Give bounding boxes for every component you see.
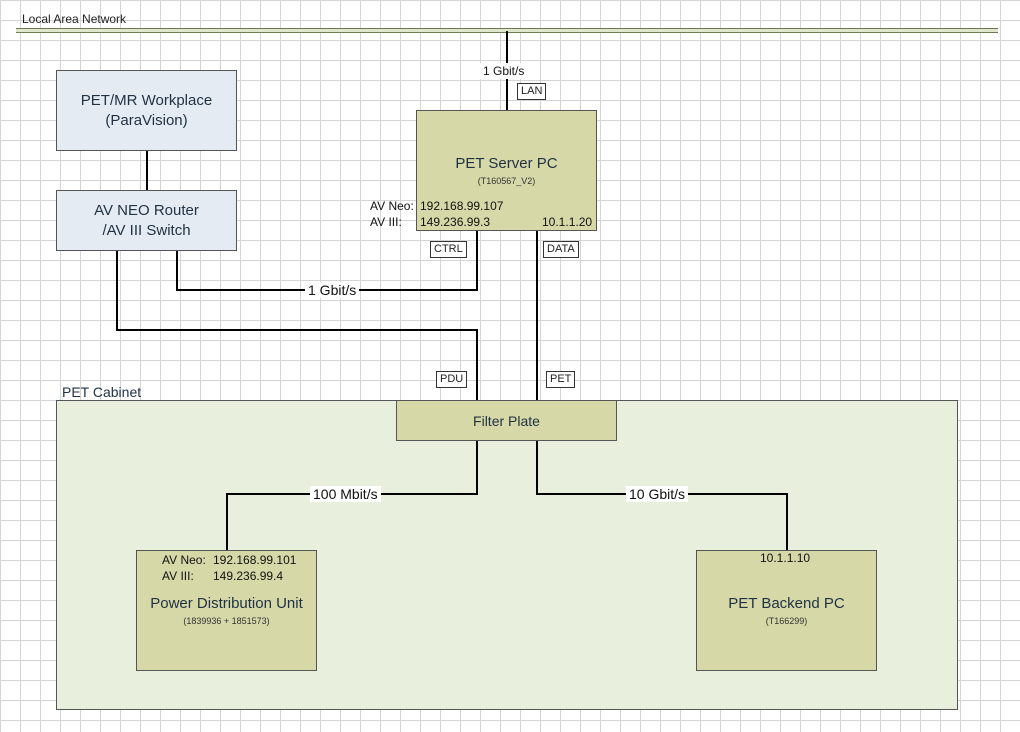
link-workplace-router: [146, 150, 148, 191]
link-pdu-box-down: [226, 493, 228, 550]
data-tag: DATA: [543, 241, 579, 258]
pet-server-id: (T160567_V2): [477, 176, 536, 186]
pet-server-av-iii-label: AV III:: [370, 215, 402, 229]
pdu-av-neo-label: AV Neo:: [162, 553, 206, 567]
lan-label: Local Area Network: [22, 12, 127, 26]
backend-id: (T166299): [765, 616, 808, 626]
backend-speed-label: 10 Gbit/s: [626, 486, 689, 502]
pet-tag: PET: [546, 371, 576, 388]
backend-title: PET Backend PC: [728, 595, 845, 612]
filter-plate-node[interactable]: Filter Plate: [396, 400, 617, 441]
link-filter-pdu-down: [476, 440, 478, 495]
link-pdu-horizontal: [116, 329, 478, 331]
backend-ip: 10.1.1.10: [760, 551, 811, 565]
link-ctrl-router-up: [176, 250, 178, 291]
pdu-av-iii-label: AV III:: [162, 569, 194, 583]
ctrl-speed-label: 1 Gbit/s: [305, 282, 360, 298]
workplace-software: (ParaVision): [105, 111, 188, 129]
pet-cabinet-label: PET Cabinet: [62, 384, 142, 400]
pdu-title: Power Distribution Unit: [150, 595, 303, 612]
pet-server-av-iii-ip: 149.236.99.3: [420, 215, 491, 229]
pet-server-node[interactable]: PET Server PC (T160567_V2): [416, 110, 597, 231]
link-data-server-filter: [536, 230, 538, 401]
workplace-name: PET/MR Workplace: [80, 91, 213, 109]
pdu-av-neo-ip: 192.168.99.101: [213, 553, 297, 567]
pet-server-av-neo-ip: 192.168.99.107: [420, 199, 504, 213]
link-pdu-filter-down: [476, 329, 478, 401]
pet-server-av-neo-label: AV Neo:: [370, 199, 414, 213]
pdu-id: (1839936 + 1851573): [183, 616, 270, 626]
router-name: AV NEO Router: [94, 201, 199, 219]
router-switch-name: /AV III Switch: [102, 221, 191, 239]
pdu-tag: PDU: [436, 371, 468, 388]
lan-tag: LAN: [517, 83, 547, 100]
filter-plate-title: Filter Plate: [473, 412, 540, 429]
router-node[interactable]: AV NEO Router /AV III Switch: [56, 190, 237, 251]
link-ctrl-server-down: [476, 230, 478, 291]
pdu-speed-label: 100 Mbit/s: [310, 486, 381, 502]
ctrl-tag: CTRL: [430, 241, 467, 258]
pet-mr-workplace-node[interactable]: PET/MR Workplace (ParaVision): [56, 70, 237, 151]
pdu-av-iii-ip: 149.236.99.4: [213, 569, 284, 583]
lan-speed-label: 1 Gbit/s: [480, 63, 528, 79]
link-filter-backend-down: [536, 440, 538, 495]
pet-server-title: PET Server PC: [455, 155, 558, 172]
link-pdu-router-down: [116, 250, 118, 331]
pet-backend-pc-node[interactable]: PET Backend PC (T166299): [696, 550, 877, 671]
pet-server-data-ip: 10.1.1.20: [542, 215, 593, 229]
power-distribution-unit-node[interactable]: Power Distribution Unit (1839936 + 18515…: [136, 550, 317, 671]
link-backend-box-down: [786, 493, 788, 550]
